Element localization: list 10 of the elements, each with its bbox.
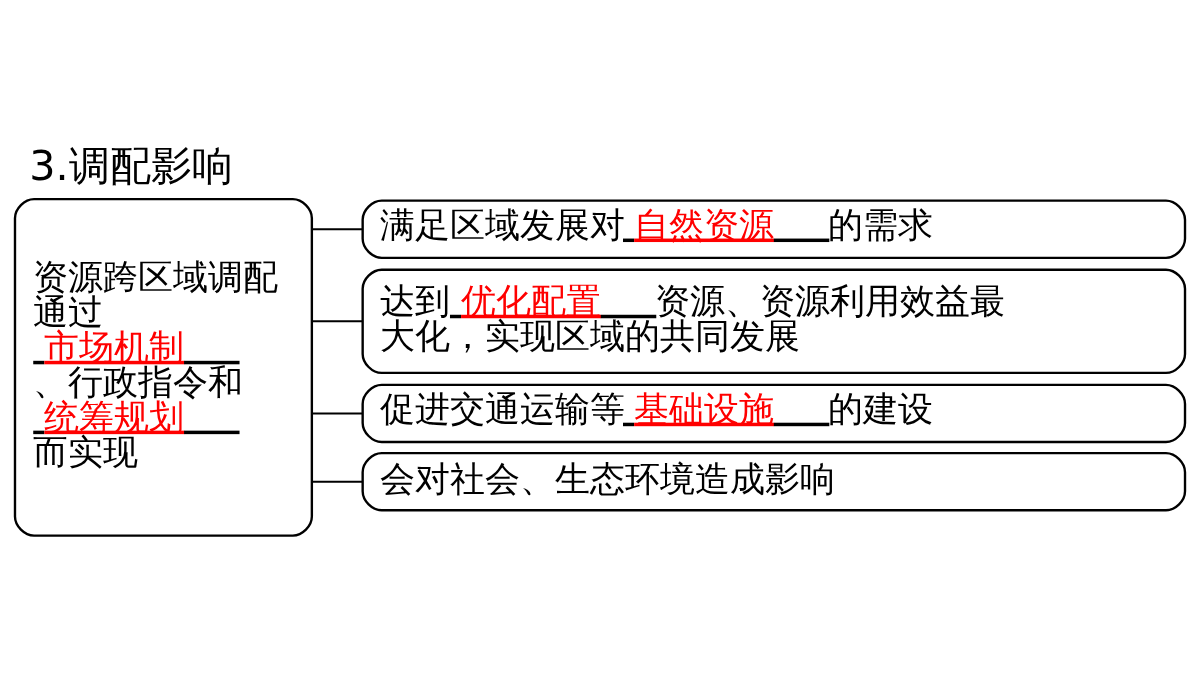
node-box: 满足区域发展对自然资源的需求 <box>361 199 1187 259</box>
node-box: 达到优化配置资源、资源利用效益最大化，实现区域的共同发展 <box>361 268 1187 374</box>
connector <box>311 319 363 322</box>
diagram-title: 3.调配影响 <box>29 141 233 190</box>
connector <box>311 480 363 483</box>
node-box: 促进交通运输等基础设施的建设 <box>361 383 1187 443</box>
node-box: 资源跨区域调配通过市场机制、行政指令和统筹规划而实现 <box>13 197 314 537</box>
connector <box>311 227 363 230</box>
connector <box>311 411 363 414</box>
node-box: 会对社会、生态环境造成影响 <box>361 451 1187 511</box>
